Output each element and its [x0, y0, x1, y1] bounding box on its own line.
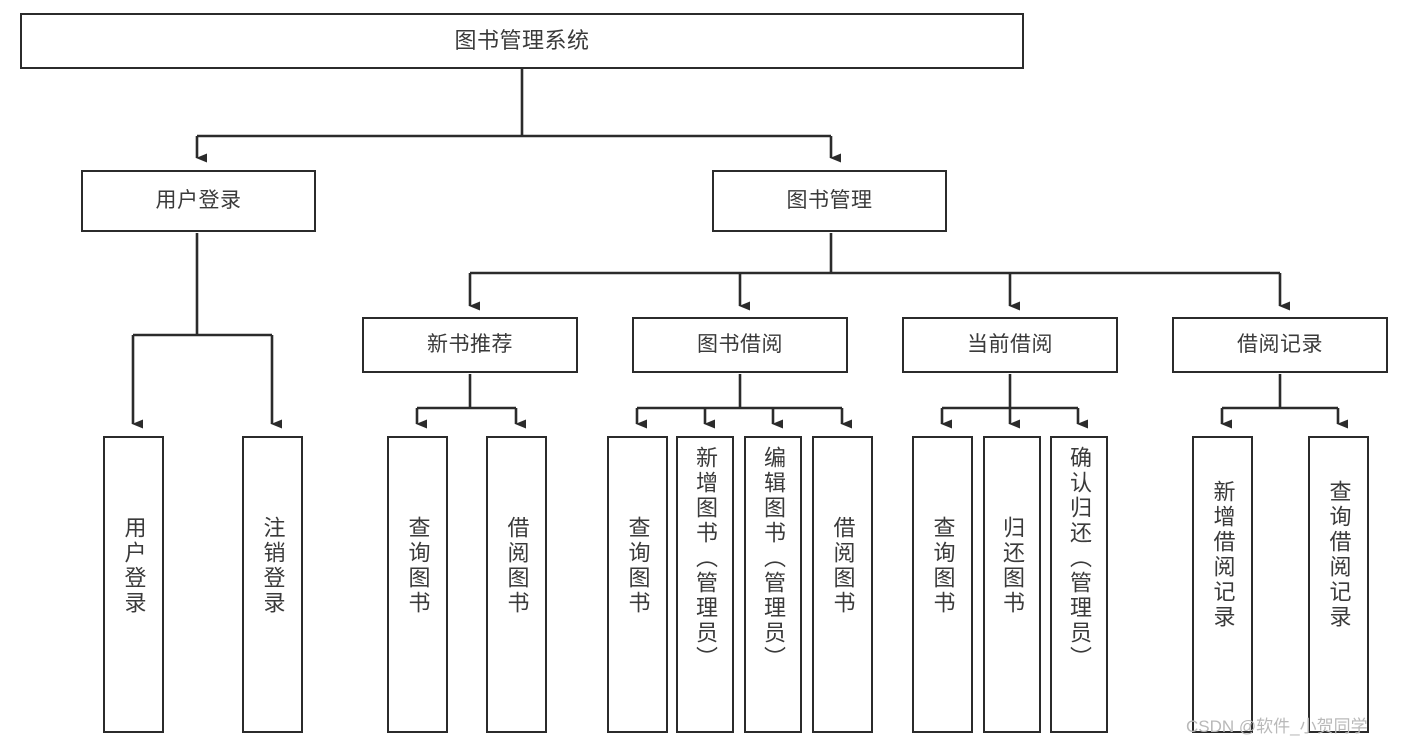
node-label: 查询借阅记录 — [1326, 480, 1352, 630]
node-label: 用户登录 — [121, 516, 147, 616]
node-label: 新增图书（管理员） — [693, 446, 718, 671]
node-label: 编辑图书（管理员） — [761, 446, 786, 671]
node-label: 借阅图书 — [830, 516, 856, 616]
leaf-borrow-record-add-record[interactable]: 新增借阅记录 — [1192, 436, 1253, 733]
node-label: 归还图书 — [1000, 516, 1025, 616]
leaf-new-book-borrow-book[interactable]: 借阅图书 — [486, 436, 547, 733]
node-user-login[interactable]: 用户登录 — [81, 170, 316, 232]
csdn-watermark: CSDN @软件_小贺同学 — [1186, 717, 1368, 736]
leaf-current-borrow-return-book[interactable]: 归还图书 — [983, 436, 1041, 733]
node-label: 借阅图书 — [504, 516, 530, 616]
leaf-current-borrow-query-book[interactable]: 查询图书 — [912, 436, 973, 733]
leaf-current-borrow-confirm-return-admin[interactable]: 确认归还（管理员） — [1050, 436, 1108, 733]
leaf-book-borrow-add-book-admin[interactable]: 新增图书（管理员） — [676, 436, 734, 733]
leaf-borrow-record-query-record[interactable]: 查询借阅记录 — [1308, 436, 1369, 733]
node-label: 用户登录 — [155, 189, 242, 213]
node-root-book-management-system[interactable]: 图书管理系统 — [20, 13, 1024, 69]
node-label: 当前借阅 — [967, 333, 1053, 357]
node-new-book-recommend[interactable]: 新书推荐 — [362, 317, 578, 373]
node-label: 图书管理系统 — [454, 27, 590, 53]
node-label: 新增借阅记录 — [1210, 480, 1236, 630]
node-label: 查询图书 — [405, 516, 431, 616]
node-label: 查询图书 — [930, 516, 956, 616]
node-label: 注销登录 — [260, 516, 286, 616]
leaf-book-borrow-query-book[interactable]: 查询图书 — [607, 436, 668, 733]
node-book-management[interactable]: 图书管理 — [712, 170, 947, 232]
leaf-book-borrow-edit-book-admin[interactable]: 编辑图书（管理员） — [744, 436, 802, 733]
node-borrow-record[interactable]: 借阅记录 — [1172, 317, 1388, 373]
node-label: 查询图书 — [625, 516, 651, 616]
node-label: 确认归还（管理员） — [1067, 446, 1092, 671]
node-label: 图书管理 — [786, 189, 873, 213]
leaf-new-book-query-book[interactable]: 查询图书 — [387, 436, 448, 733]
leaf-user-login-login[interactable]: 用户登录 — [103, 436, 164, 733]
node-label: 图书借阅 — [697, 333, 783, 357]
node-label: 新书推荐 — [427, 333, 513, 357]
leaf-user-login-logout[interactable]: 注销登录 — [242, 436, 303, 733]
node-label: 借阅记录 — [1237, 333, 1323, 357]
node-book-borrow[interactable]: 图书借阅 — [632, 317, 848, 373]
leaf-book-borrow-borrow-book[interactable]: 借阅图书 — [812, 436, 873, 733]
node-current-borrow[interactable]: 当前借阅 — [902, 317, 1118, 373]
